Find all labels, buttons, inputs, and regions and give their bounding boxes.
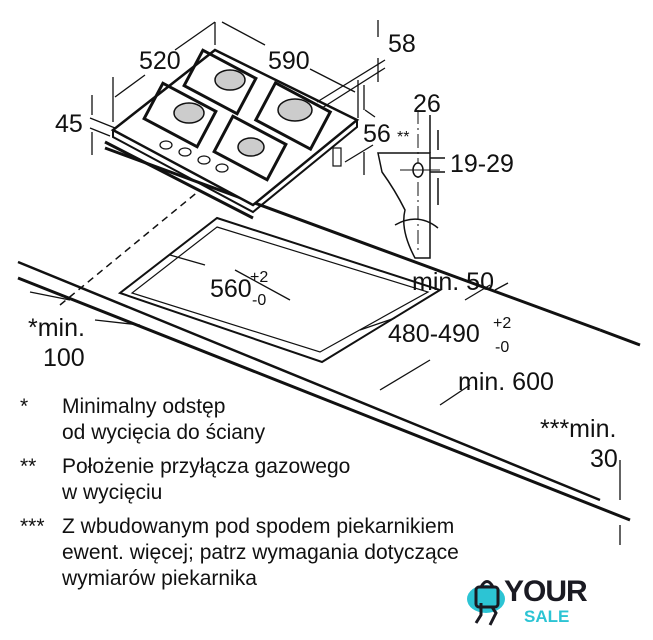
cutout [117,216,443,364]
note-1-line-1: Minimalny odstęp [62,395,226,418]
logo-text-your: YOUR [504,575,588,608]
dim-min-100-value: 100 [43,344,85,372]
dim-min-100-label: *min. [28,314,85,342]
hob [104,48,360,220]
dim-19-29: 19-29 [450,150,514,178]
dim-min-50: min. 50 [412,268,494,296]
shopping-bag-hand-icon [467,580,505,626]
logo-text-sale: SALE [524,607,570,626]
gas-connection-mark: ** [397,129,409,146]
dim-cut-depth-plus: +2 [493,315,511,332]
dim-cut-depth: 480-490 [388,320,480,348]
dim-26: 26 [413,90,441,118]
dim-cut-width-plus: +2 [250,269,268,286]
note-3-line-2: ewent. więcej; patrz wymagania dotyczące [62,541,459,564]
gas-connection-profile [377,110,445,259]
dim-min-600: min. 600 [458,368,554,396]
dim-520: 520 [139,47,181,75]
dimension-lines [29,20,621,545]
note-2-line-1: Położenie przyłącza gazowego [62,455,351,478]
note-3-line-3: wymiarów piekarnika [62,567,257,590]
countertop [17,146,641,522]
note-2-line-2: w wycięciu [62,481,163,504]
dim-cut-depth-minus: -0 [495,339,509,356]
note-1-mark: * [20,395,29,418]
note-2-mark: ** [20,455,37,478]
dim-cut-width: 560 [210,275,252,303]
dim-56: 56 [363,120,391,148]
note-1-line-2: od wycięcia do ściany [62,421,266,444]
dim-min-30-label: ***min. [540,415,616,443]
note-3-mark: *** [20,515,45,538]
dim-45: 45 [55,110,83,138]
dim-cut-width-minus: -0 [252,292,266,309]
note-3-line-1: Z wbudowanym pod spodem piekarnikiem [62,515,455,538]
dim-min-30-value: 30 [590,445,618,473]
dimension-labels: 520 590 58 45 56 26 ** 19-29 min. 50 560… [28,30,618,473]
dim-58: 58 [388,30,416,58]
dim-590: 590 [268,47,310,75]
yoursale-logo: YOUR SALE [466,573,616,633]
